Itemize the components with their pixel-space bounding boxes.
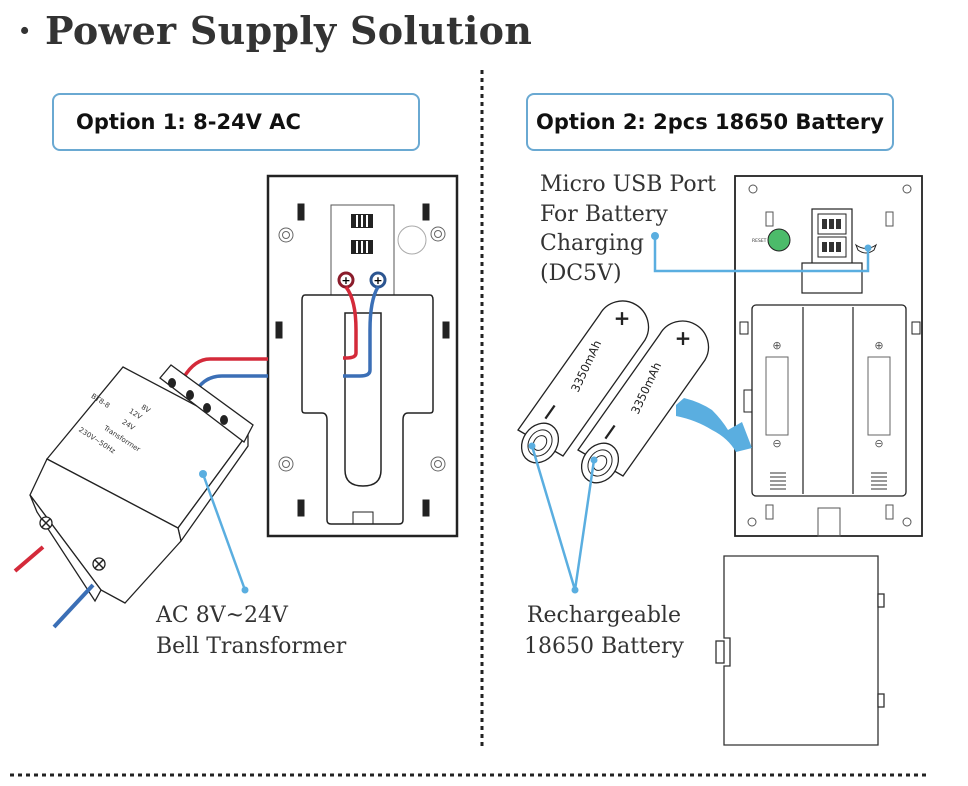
usb-callout-line-2: For Battery bbox=[540, 201, 668, 227]
option-2-label: Option 2: 2pcs 18650 Battery bbox=[536, 110, 884, 134]
transformer-callout-end-dot bbox=[241, 586, 249, 594]
terminal-blue: + bbox=[369, 271, 387, 289]
transformer-screws bbox=[41, 518, 104, 569]
svg-text:⊕: ⊕ bbox=[772, 339, 781, 352]
usb-port-dot bbox=[864, 244, 872, 252]
svg-text:⊕: ⊕ bbox=[874, 339, 883, 352]
svg-text:⊖: ⊖ bbox=[874, 437, 883, 450]
reset-button bbox=[767, 228, 791, 252]
battery-device bbox=[734, 175, 923, 537]
transformer-callout-line bbox=[201, 473, 247, 591]
usb-callout-line-1: Micro USB Port bbox=[540, 172, 716, 197]
usb-port-callout: Micro USB Port For Battery Charging (DC5… bbox=[540, 170, 716, 288]
option-2-header: Option 2: 2pcs 18650 Battery bbox=[526, 93, 894, 151]
svg-text:⊖: ⊖ bbox=[772, 437, 781, 450]
bell-transformer bbox=[29, 364, 254, 604]
usb-callout-line-4: (DC5V) bbox=[540, 260, 622, 286]
terminal-red: + bbox=[337, 271, 355, 289]
transformer-callout-line-1: AC 8V~24V bbox=[156, 603, 288, 628]
svg-text:+: + bbox=[675, 326, 692, 350]
usb-callout-line-3: Charging bbox=[540, 231, 645, 256]
reset-label: RESET bbox=[752, 238, 767, 244]
svg-text:+: + bbox=[341, 274, 350, 287]
battery-callout-line-2: 18650 Battery bbox=[524, 634, 684, 659]
battery-1: + — bbox=[517, 300, 650, 464]
red-wire bbox=[182, 285, 358, 378]
usb-callout-line bbox=[653, 236, 870, 273]
transformer-callout-line-2: Bell Transformer bbox=[156, 634, 347, 659]
option-1-label: Option 1: 8-24V AC bbox=[76, 110, 301, 134]
battery-polarity-marks: ⊕ ⊖ ⊕ ⊖ bbox=[772, 339, 883, 450]
page-title: · Power Supply Solution bbox=[18, 8, 533, 53]
battery-2: + — bbox=[577, 320, 710, 484]
insert-arrow bbox=[676, 398, 752, 452]
blue-input-wire bbox=[52, 583, 95, 629]
battery-cover bbox=[715, 555, 885, 746]
svg-text:+: + bbox=[373, 274, 382, 287]
battery-callout-line-1: Rechargeable bbox=[526, 603, 681, 628]
mounting-plate bbox=[266, 174, 459, 538]
red-input-wire bbox=[13, 545, 45, 573]
battery-callout: Rechargeable 18650 Battery bbox=[524, 600, 684, 662]
svg-text:+: + bbox=[614, 306, 631, 330]
transformer-callout: AC 8V~24V Bell Transformer bbox=[156, 600, 346, 662]
battery-callout-end-dot bbox=[571, 586, 579, 594]
transformer-terminals bbox=[168, 378, 228, 425]
option-1-header: Option 1: 8-24V AC bbox=[52, 93, 420, 151]
transformer-output-8v: 8V bbox=[140, 403, 152, 415]
